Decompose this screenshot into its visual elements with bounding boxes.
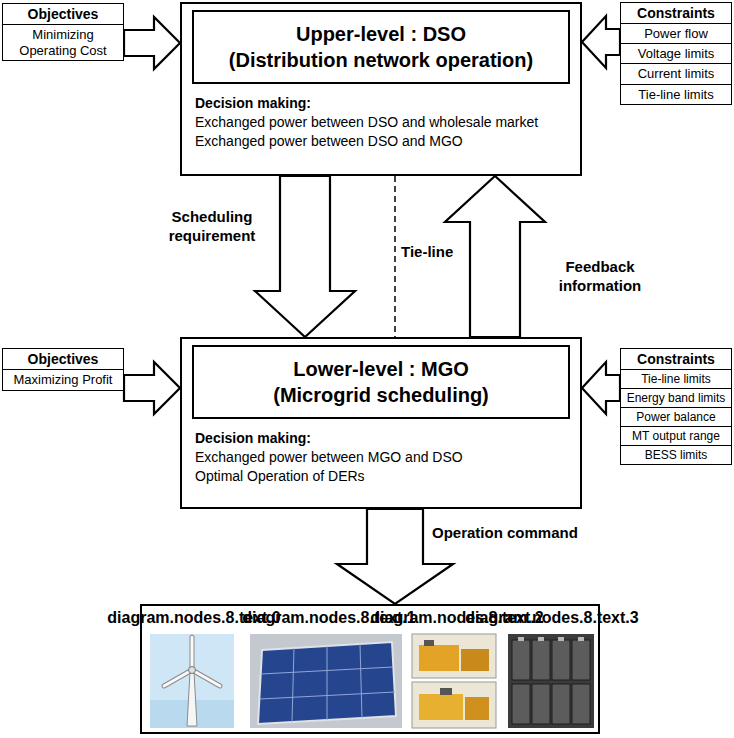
title-box: Lower-level : MGO(Microgrid scheduling) xyxy=(192,345,570,419)
block-arrow xyxy=(582,362,620,414)
block-arrow xyxy=(337,509,453,604)
decision-body: Decision making:Exchanged power between … xyxy=(195,94,572,151)
block-arrow xyxy=(582,16,620,68)
item-stack: ObjectivesMinimizing Operating Cost xyxy=(2,3,124,61)
stack-heading: Constraints xyxy=(620,348,732,371)
edge-label: Scheduling requirement xyxy=(150,208,274,246)
title-text: (Microgrid scheduling) xyxy=(198,382,564,408)
stack-item: Energy band limits xyxy=(620,388,732,408)
stack-item: BESS limits xyxy=(620,445,732,465)
edge-label: Operation command xyxy=(432,524,578,543)
item-stack: ConstraintsTie-line limitsEnergy band li… xyxy=(620,348,732,465)
decision-item: Exchanged power between DSO and MGO xyxy=(195,132,572,151)
stack-item: Current limits xyxy=(620,63,732,85)
item-stack: ObjectivesMaximizing Profit xyxy=(2,348,124,391)
stack-item: Minimizing Operating Cost xyxy=(2,24,124,61)
tie-line xyxy=(394,176,396,337)
title-text: (Distribution network operation) xyxy=(198,47,564,73)
title-box: Upper-level : DSO(Distribution network o… xyxy=(192,10,570,84)
edge-label: Tie-line xyxy=(401,243,453,262)
stack-item: Voltage limits xyxy=(620,43,732,65)
decision-item: Exchanged power between MGO and DSO xyxy=(195,448,572,467)
level-box: Decision making:Exchanged power between … xyxy=(180,2,582,176)
stack-item: MT output range xyxy=(620,426,732,446)
stack-item: Maximizing Profit xyxy=(2,369,124,391)
der-box: diagram.nodes.8.text.0diagram.nodes.8.te… xyxy=(140,604,600,734)
stack-heading: Objectives xyxy=(2,3,124,26)
decision-heading: Decision making: xyxy=(195,429,572,448)
stack-item: Tie-line limits xyxy=(620,369,732,389)
title-text: Upper-level : DSO xyxy=(198,21,564,47)
block-arrow xyxy=(124,362,180,414)
block-arrow xyxy=(255,176,355,337)
level-box: Decision making:Exchanged power between … xyxy=(180,337,582,509)
decision-item: Exchanged power between DSO and wholesal… xyxy=(195,113,572,132)
block-arrow xyxy=(124,17,180,69)
title-text: Lower-level : MGO xyxy=(198,356,564,382)
edge-label: Feedback information xyxy=(530,258,670,296)
der-label: diagram.nodes.8.text.3 xyxy=(465,609,638,627)
decision-heading: Decision making: xyxy=(195,94,572,113)
decision-body: Decision making:Exchanged power between … xyxy=(195,429,572,486)
block-arrow xyxy=(445,176,545,337)
decision-item: Optimal Operation of DERs xyxy=(195,467,572,486)
stack-item: Tie-line limits xyxy=(620,84,732,106)
stack-heading: Constraints xyxy=(620,2,732,25)
item-stack: ConstraintsPower flowVoltage limitsCurre… xyxy=(620,2,732,105)
stack-heading: Objectives xyxy=(2,348,124,371)
stack-item: Power balance xyxy=(620,407,732,427)
stack-item: Power flow xyxy=(620,23,732,45)
